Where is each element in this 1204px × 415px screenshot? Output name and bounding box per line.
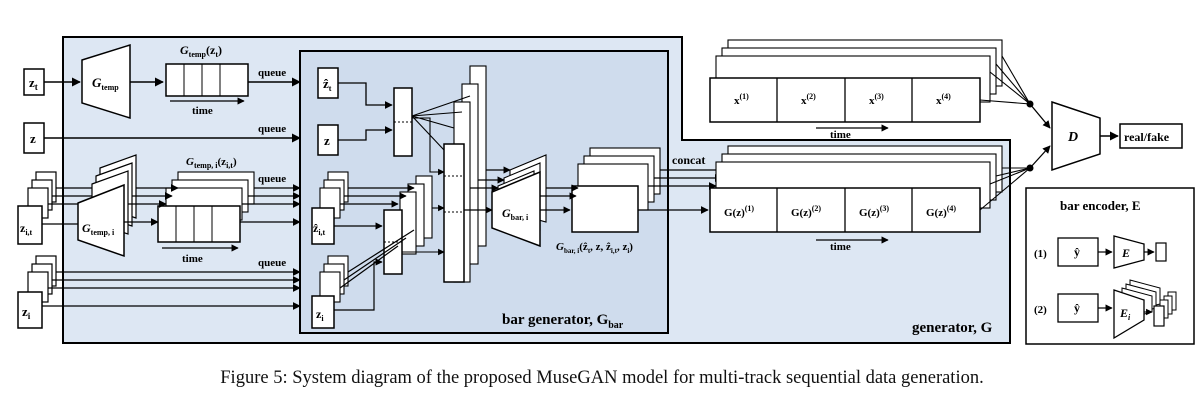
g-bar-output-stack <box>571 147 661 233</box>
svg-text:ŷ: ŷ <box>1074 301 1080 315</box>
bar-input-zhat-t: ẑt <box>317 67 339 99</box>
svg-text:D: D <box>1067 130 1078 145</box>
g-temp-network <box>81 43 131 120</box>
input-z-it-stack: zi,t <box>17 171 57 245</box>
track-concat-stack <box>383 175 433 275</box>
svg-text:z: z <box>324 133 330 148</box>
svg-text:Gtemp: Gtemp <box>92 75 119 92</box>
svg-text:ẑt: ẑt <box>323 76 332 93</box>
svg-text:time: time <box>182 253 203 265</box>
input-z-i-stack: zi <box>17 255 57 329</box>
svg-text:z: z <box>30 131 36 146</box>
svg-text:Gtemp(zt): Gtemp(zt) <box>180 43 222 59</box>
svg-text:real/fake: real/fake <box>1124 130 1170 144</box>
encoder-1: ŷ E <box>1057 235 1167 269</box>
svg-text:zt: zt <box>29 75 38 92</box>
svg-text:x(2): x(2) <box>801 92 816 107</box>
svg-text:zi: zi <box>316 307 324 323</box>
real-fake-output <box>1119 123 1183 149</box>
shared-concat-block <box>393 87 413 157</box>
svg-text:ẑi,t: ẑi,t <box>313 221 326 237</box>
generated-data-stack <box>709 145 1003 233</box>
svg-text:zi: zi <box>22 304 31 321</box>
g-temp-i-network-stack <box>77 154 137 258</box>
svg-text:bar encoder, E: bar encoder, E <box>1060 198 1141 213</box>
svg-text:zi,t: zi,t <box>20 221 33 237</box>
svg-text:x(3): x(3) <box>869 92 884 107</box>
discriminator-network <box>1051 100 1101 172</box>
svg-text:time: time <box>830 129 851 141</box>
bar-input-z: z <box>317 124 339 156</box>
svg-text:generator, G: generator, G <box>912 320 993 336</box>
svg-text:Gtemp, i: Gtemp, i <box>82 221 115 237</box>
figure-caption: Figure 5: System diagram of the proposed… <box>220 368 984 388</box>
svg-text:Ei: Ei <box>1119 306 1131 322</box>
svg-text:(2): (2) <box>1034 304 1047 316</box>
svg-text:Gbar, i(ẑt, z, ẑi,t, zi): Gbar, i(ẑt, z, ẑi,t, zi) <box>556 241 633 255</box>
svg-text:G(z)(3): G(z)(3) <box>859 204 889 219</box>
svg-text:time: time <box>192 105 213 117</box>
svg-text:time: time <box>830 241 851 253</box>
encoder-2: ŷ Ei <box>1057 279 1177 340</box>
svg-text:x(1): x(1) <box>734 92 749 107</box>
svg-text:bar generator, Gbar: bar generator, Gbar <box>502 312 624 331</box>
input-z: z <box>23 122 45 154</box>
svg-text:ŷ: ŷ <box>1074 245 1080 259</box>
bar-input-z-i-stack: zi <box>311 255 349 329</box>
svg-text:queue: queue <box>258 173 286 185</box>
svg-text:x(4): x(4) <box>936 92 951 107</box>
g-bar-i-network-stack <box>491 154 547 248</box>
svg-text:concat: concat <box>672 153 705 167</box>
svg-text:queue: queue <box>258 257 286 269</box>
combined-concat-stack <box>443 65 487 283</box>
svg-text:E: E <box>1121 246 1130 260</box>
svg-text:G(z)(1): G(z)(1) <box>724 204 754 219</box>
svg-text:G(z)(4): G(z)(4) <box>926 204 956 219</box>
bar-input-zhat-it-stack: ẑi,t <box>311 171 349 245</box>
svg-text:queue: queue <box>258 67 286 79</box>
svg-text:Gbar, i: Gbar, i <box>502 206 529 222</box>
real-data-stack <box>709 39 1003 123</box>
svg-text:(1): (1) <box>1034 248 1047 260</box>
input-z-t: zt <box>23 68 45 96</box>
g-temp-i-output-sequence-stack <box>157 171 255 243</box>
svg-text:Gtemp, i(zi,t): Gtemp, i(zi,t) <box>186 156 237 170</box>
svg-text:queue: queue <box>258 123 286 135</box>
svg-text:G(z)(2): G(z)(2) <box>791 204 821 219</box>
g-temp-output-sequence <box>165 63 249 97</box>
